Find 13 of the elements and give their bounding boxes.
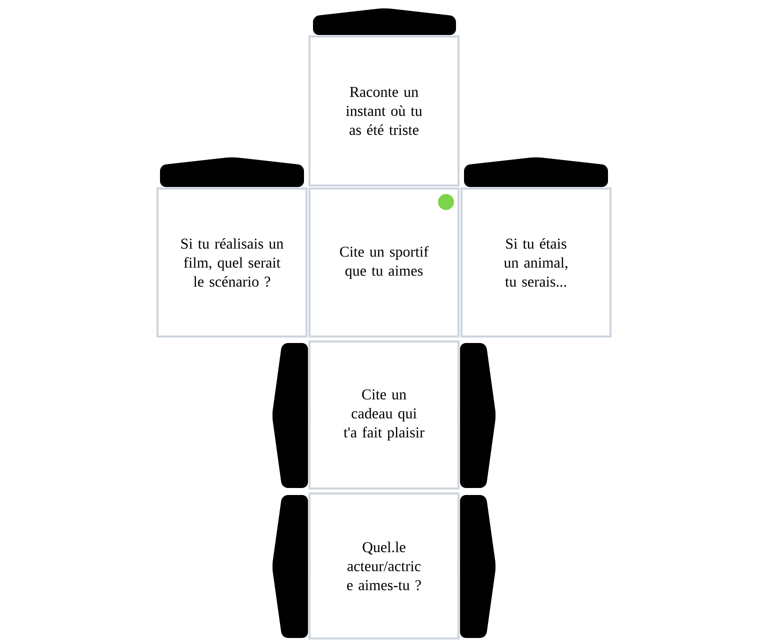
face-box: Si tu étais un animal, tu serais... (460, 187, 612, 338)
glue-tab (272, 494, 308, 638)
glue-tab (160, 157, 304, 187)
glue-tab (313, 8, 456, 35)
face-box: Si tu réalisais un film, quel serait le scénario ? (156, 187, 308, 338)
face-box: Cite un cadeau qui t'a fait plaisir (308, 340, 460, 490)
face-box: Raconte un instant où tu as été triste (308, 35, 460, 186)
glue-tab (460, 342, 496, 488)
face-box: Cite un sportif que tu aimes (308, 187, 460, 338)
glue-tab (464, 157, 608, 187)
glue-tab (460, 494, 496, 638)
face-box: Quel.le acteur/actric e aimes-tu ? (308, 492, 460, 640)
glue-tab (272, 342, 308, 488)
